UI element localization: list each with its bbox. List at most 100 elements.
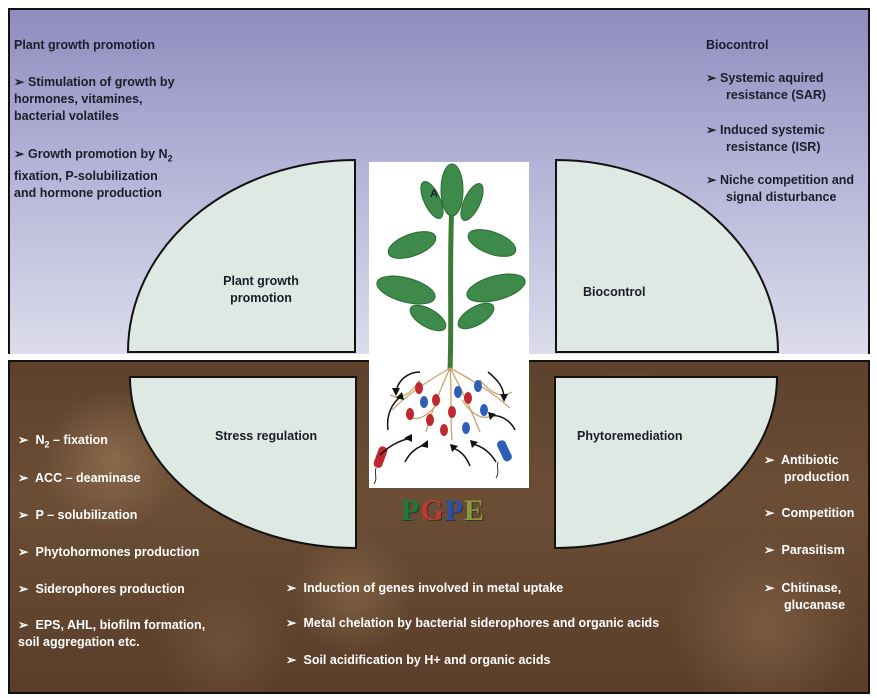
soil-right-item-4: ➢ Chitinase, glucanase (764, 580, 845, 614)
item-text: Antibiotic (781, 453, 839, 467)
bacterium-red (464, 392, 472, 404)
item-text: EPS, AHL, biofilm formation, (35, 618, 205, 632)
item-text: Growth promotion by N (28, 147, 168, 161)
bacterium-blue (474, 380, 482, 392)
leaf-base-right (454, 298, 498, 334)
item-text: – fixation (50, 433, 108, 447)
item-text: Metal chelation by bacterial siderophore… (303, 616, 659, 630)
arrow-bullet-icon: ➢ (764, 542, 778, 559)
leaf-low-right (464, 269, 528, 308)
logo-letter-e: E (464, 494, 485, 527)
soil-left-item-2: ➢ ACC – deaminase (18, 470, 141, 487)
arrow-bullet-icon: ➢ (286, 652, 300, 669)
sky-left-title: Plant growth promotion (14, 37, 155, 54)
logo-letter-p2: P (445, 494, 464, 527)
bacterium-blue (420, 396, 428, 408)
bacterium-red (415, 382, 423, 394)
migration-arrows (380, 372, 515, 466)
sky-left-item-2: ➢Growth promotion by N2 fixation, P-solu… (14, 146, 173, 202)
arrow-bullet-icon: ➢ (18, 507, 32, 524)
leaf-mid-right (465, 224, 520, 262)
bacterium-blue (454, 386, 462, 398)
item-text: resistance (ISR) (706, 140, 820, 154)
leaf-low-left (374, 271, 438, 310)
root-system (390, 368, 512, 440)
plant-stem (450, 200, 452, 370)
arrow-bullet-icon: ➢ (764, 505, 778, 522)
item-text: Siderophores production (35, 582, 184, 596)
soil-left-item-1: ➢ N2 – fixation (18, 432, 108, 454)
free-bacterium-red (372, 445, 388, 484)
sky-right-item-3: ➢Niche competition and signal disturbanc… (706, 172, 854, 206)
sky-left-item-1: ➢Stimulation of growth by hormones, vita… (14, 74, 175, 125)
label-line: Plant growth (223, 274, 299, 288)
arrow-bullet-icon: ➢ (18, 470, 32, 487)
item-text: resistance (SAR) (706, 88, 826, 102)
arrow-bullet-icon: ➢ (14, 74, 28, 91)
arrow-bullet-icon: ➢ (18, 544, 32, 561)
soil-right-item-2: ➢ Competition (764, 505, 854, 522)
bacterium-red (448, 406, 456, 418)
sky-right-title: Biocontrol (706, 37, 769, 54)
arrow-bullet-icon: ➢ (706, 122, 720, 139)
bacterium-red (426, 414, 434, 426)
leaf-top (441, 164, 463, 216)
item-text: Stimulation of growth by (28, 75, 175, 89)
arrow-bullet-icon: ➢ (286, 615, 300, 632)
soil-center-item-2: ➢ Metal chelation by bacterial sideropho… (286, 615, 659, 632)
bacterium-blue (480, 404, 488, 416)
item-text: P – solubilization (35, 508, 137, 522)
arrow-bullet-icon: ➢ (18, 617, 32, 634)
bacterium-red (432, 394, 440, 406)
logo-letter-p1: P (401, 494, 420, 527)
soil-left-item-6: ➢ EPS, AHL, biofilm formation, soil aggr… (18, 617, 205, 651)
item-text: Systemic aquired (720, 71, 824, 85)
quadrant-label-phytoremediation: Phytoremediation (577, 428, 683, 445)
bacterium-blue (462, 422, 470, 434)
item-text: fixation, P-solubilization (14, 169, 158, 183)
item-text: Soil acidification by H+ and organic aci… (303, 653, 550, 667)
arrow-bullet-icon: ➢ (18, 581, 32, 598)
item-text: Induction of genes involved in metal upt… (303, 581, 563, 595)
item-text: production (764, 470, 849, 484)
soil-right-item-3: ➢ Parasitism (764, 542, 845, 559)
quadrant-label-stress-regulation: Stress regulation (215, 428, 317, 445)
soil-left-item-5: ➢ Siderophores production (18, 581, 185, 598)
arrow-bullet-icon: ➢ (286, 580, 300, 597)
pgpe-logo: PGPE (401, 494, 485, 528)
soil-center-item-1: ➢ Induction of genes involved in metal u… (286, 580, 563, 597)
item-text: Induced systemic (720, 123, 825, 137)
leaf-base-left (406, 300, 450, 336)
soil-right-item-1: ➢ Antibiotic production (764, 452, 849, 486)
arrow-bullet-icon: ➢ (764, 580, 778, 597)
item-text: Competition (781, 506, 854, 520)
bacterium-red (440, 424, 448, 436)
label-line: promotion (230, 291, 292, 305)
quadrant-label-biocontrol: Biocontrol (583, 284, 646, 301)
item-text: Chitinase, (781, 581, 841, 595)
logo-letter-g: G (420, 494, 444, 527)
item-text: N (35, 433, 44, 447)
item-text: ACC – deaminase (35, 471, 141, 485)
item-text: Phytohormones production (35, 545, 199, 559)
soil-left-item-4: ➢ Phytohormones production (18, 544, 199, 561)
item-text: signal disturbance (706, 190, 836, 204)
arrow-bullet-icon: ➢ (764, 452, 778, 469)
item-text: Parasitism (781, 543, 844, 557)
soil-left-item-3: ➢ P – solubilization (18, 507, 137, 524)
bacteria-cluster (372, 380, 513, 484)
soil-center-item-3: ➢ Soil acidification by H+ and organic a… (286, 652, 550, 669)
arrow-bullet-icon: ➢ (14, 146, 28, 163)
quadrant-label-plant-growth: Plant growth promotion (216, 273, 306, 307)
plant-label: A (430, 186, 438, 203)
arrow-bullet-icon: ➢ (706, 172, 720, 189)
arrow-bullet-icon: ➢ (706, 70, 720, 87)
leaf-mid-left (385, 226, 440, 264)
sky-right-item-2: ➢Induced systemic resistance (ISR) (706, 122, 825, 156)
bacterium-red (406, 408, 414, 420)
item-text: and hormone production (14, 186, 162, 200)
item-text: hormones, vitamines, (14, 92, 143, 106)
item-text: glucanase (764, 598, 845, 612)
free-bacterium-blue (496, 439, 513, 478)
